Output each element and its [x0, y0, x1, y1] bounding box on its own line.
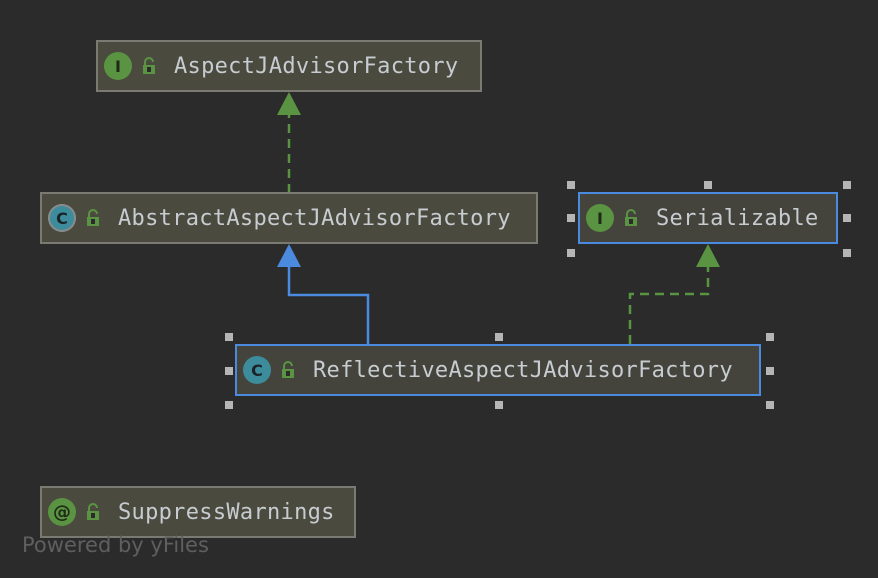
resize-handle[interactable]	[766, 367, 774, 375]
resize-handle[interactable]	[225, 333, 233, 341]
node-label: ReflectiveAspectJAdvisorFactory	[313, 357, 733, 383]
interface-icon: I	[586, 204, 614, 232]
resize-handle[interactable]	[225, 401, 233, 409]
edge-reflective-implements-serializable[interactable]	[628, 244, 720, 344]
arrowhead-icon	[696, 244, 720, 267]
node-label: AbstractAspectJAdvisorFactory	[118, 205, 511, 231]
public-visibility-icon	[87, 209, 99, 226]
abstract-class-icon: C	[48, 204, 76, 232]
resize-handle[interactable]	[495, 333, 503, 341]
annotation-icon: @	[48, 498, 76, 526]
node-suppress-warnings[interactable]: @ SuppressWarnings	[40, 486, 356, 538]
resize-handle[interactable]	[843, 214, 851, 222]
interface-icon: I	[104, 52, 132, 80]
node-label: AspectJAdvisorFactory	[174, 53, 459, 79]
resize-handle[interactable]	[843, 249, 851, 257]
node-abstract-aspectj-advisor-factory[interactable]: C AbstractAspectJAdvisorFactory	[40, 192, 538, 244]
edge-reflective-extends-abstract[interactable]	[277, 244, 370, 344]
arrowhead-icon	[277, 92, 301, 115]
node-label: Serializable	[656, 205, 819, 231]
node-serializable[interactable]: I Serializable	[578, 192, 838, 244]
node-reflective-aspectj-advisor-factory[interactable]: C ReflectiveAspectJAdvisorFactory	[235, 344, 761, 396]
arrowhead-icon	[277, 244, 301, 267]
resize-handle[interactable]	[225, 367, 233, 375]
class-icon: C	[243, 356, 271, 384]
resize-handle[interactable]	[567, 181, 575, 189]
edge-abstract-implements-aspectj[interactable]	[277, 92, 301, 193]
public-visibility-icon	[143, 57, 155, 74]
node-label: SuppressWarnings	[118, 499, 335, 525]
resize-handle[interactable]	[843, 181, 851, 189]
yfiles-watermark: Powered by yFiles	[22, 533, 209, 557]
resize-handle[interactable]	[766, 401, 774, 409]
public-visibility-icon	[87, 503, 99, 520]
public-visibility-icon	[282, 361, 294, 378]
resize-handle[interactable]	[704, 181, 712, 189]
resize-handle[interactable]	[567, 249, 575, 257]
resize-handle[interactable]	[495, 401, 503, 409]
resize-handle[interactable]	[567, 214, 575, 222]
public-visibility-icon	[625, 209, 637, 226]
resize-handle[interactable]	[766, 333, 774, 341]
node-aspectj-advisor-factory[interactable]: I AspectJAdvisorFactory	[96, 40, 482, 92]
